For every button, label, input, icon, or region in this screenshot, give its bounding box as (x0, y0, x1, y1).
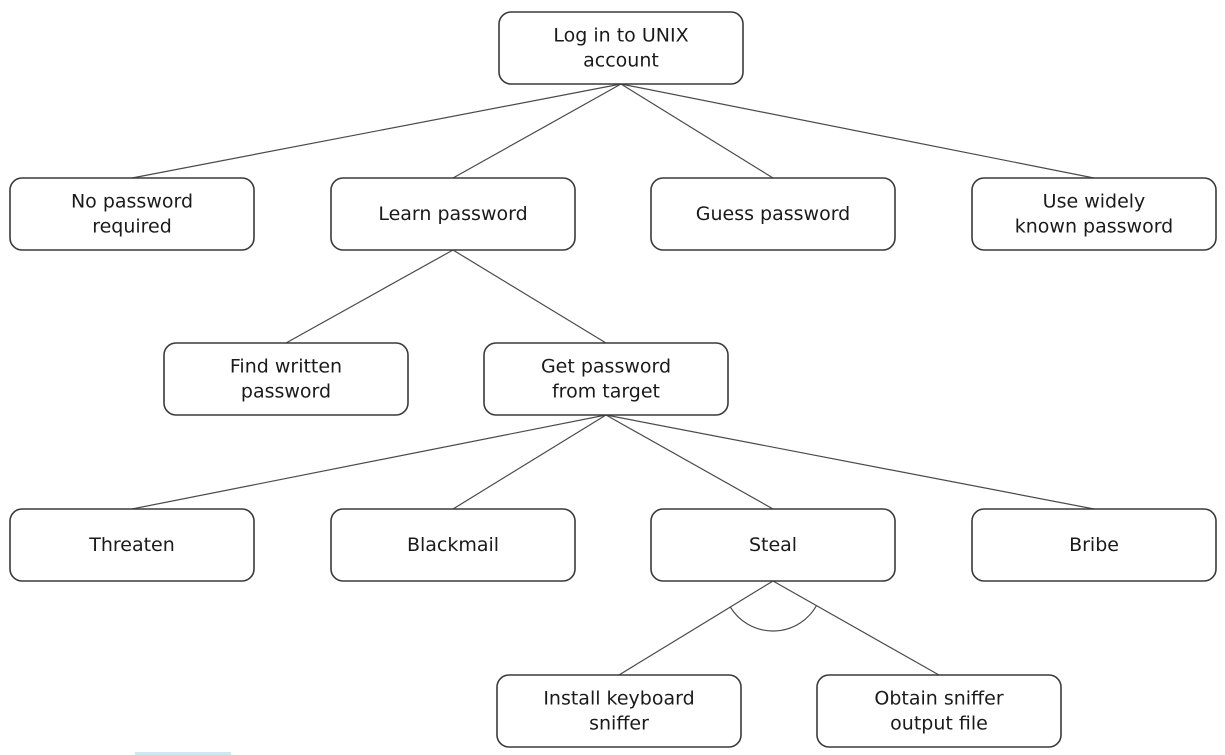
node-label-threaten-line-1: Threaten (88, 534, 175, 556)
edge-steal-to-obtain-output (772, 580, 940, 676)
node-obtain-output: Obtain sniffer output file (816, 674, 1062, 748)
node-label-install-sniffer-line-1: Install keyboard (543, 688, 694, 710)
node-label-guess-password-line-1: Guess password (696, 203, 851, 225)
edge-root-to-widely-known (620, 83, 1095, 179)
node-label-find-written-line-1: Find written (230, 356, 342, 378)
node-label-obtain-output-line-1: Obtain sniffer (874, 688, 1003, 710)
node-box-no-password (9, 177, 255, 251)
corner-mark (135, 752, 231, 755)
node-box-blackmail (330, 508, 576, 582)
node-label-get-from-target-line-1: Get password (541, 356, 671, 378)
node-steal: Steal (650, 508, 896, 582)
node-box-learn-password (330, 177, 576, 251)
node-find-written: Find written password (163, 342, 409, 416)
node-box-guess-password (650, 177, 896, 251)
node-box-root (498, 11, 744, 85)
node-label-install-sniffer-line-2: sniffer (589, 713, 649, 735)
node-label-no-password-line-2: required (92, 216, 172, 238)
edge-get-from-target-to-bribe (605, 414, 1095, 510)
node-widely-known: Use widely known password (971, 177, 1217, 251)
node-label-root-line-2: account (583, 50, 659, 72)
node-label-widely-known-line-1: Use widely (1043, 191, 1146, 213)
edge-root-to-guess-password (620, 83, 774, 179)
node-install-sniffer: Install keyboard sniffer (496, 674, 742, 748)
node-layer: Log in to UNIX account No password required… (9, 11, 1217, 748)
edge-get-from-target-to-blackmail (452, 414, 607, 510)
node-bribe: Bribe (971, 508, 1217, 582)
node-no-password: No password required (9, 177, 255, 251)
edge-learn-password-to-find-written (285, 249, 454, 344)
edge-root-to-no-password (131, 83, 622, 179)
node-label-root-line-1: Log in to UNIX (553, 25, 688, 47)
node-box-find-written (163, 342, 409, 416)
node-box-bribe (971, 508, 1217, 582)
node-learn-password: Learn password (330, 177, 576, 251)
node-guess-password: Guess password (650, 177, 896, 251)
edge-root-to-learn-password (452, 83, 622, 179)
node-box-get-from-target (483, 342, 729, 416)
edge-learn-password-to-get-from-target (452, 249, 607, 344)
edge-get-from-target-to-steal (605, 414, 774, 510)
edge-get-from-target-to-threaten (131, 414, 607, 510)
node-blackmail: Blackmail (330, 508, 576, 582)
node-box-widely-known (971, 177, 1217, 251)
node-label-steal-line-1: Steal (749, 534, 797, 556)
node-label-obtain-output-line-2: output file (890, 713, 988, 735)
edge-steal-to-install-sniffer (618, 580, 774, 676)
node-box-threaten (9, 508, 255, 582)
node-root: Log in to UNIX account (498, 11, 744, 85)
and-arc-steal (729, 605, 818, 632)
node-box-obtain-output (816, 674, 1062, 748)
node-label-get-from-target-line-2: from target (552, 381, 660, 403)
edge-layer (131, 83, 1095, 676)
node-box-install-sniffer (496, 674, 742, 748)
node-label-bribe-line-1: Bribe (1069, 534, 1119, 556)
node-label-blackmail-line-1: Blackmail (407, 534, 499, 556)
node-label-widely-known-line-2: known password (1015, 216, 1174, 238)
node-label-find-written-line-2: password (241, 381, 331, 403)
node-label-learn-password-line-1: Learn password (378, 203, 527, 225)
node-label-no-password-line-1: No password (71, 191, 193, 213)
node-threaten: Threaten (9, 508, 255, 582)
node-get-from-target: Get password from target (483, 342, 729, 416)
node-box-steal (650, 508, 896, 582)
